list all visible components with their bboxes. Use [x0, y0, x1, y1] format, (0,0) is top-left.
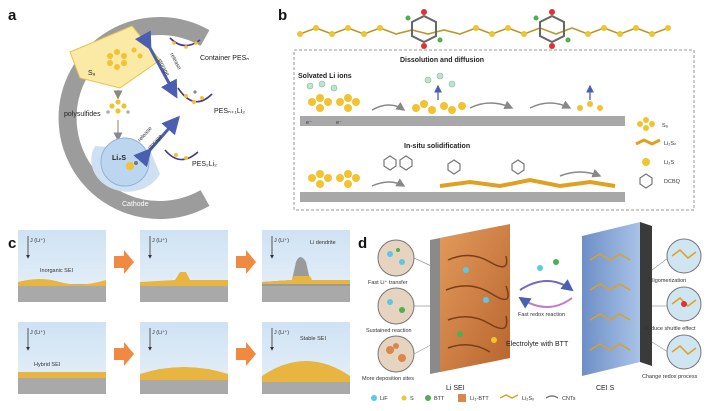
- electron-label-2: e⁻: [336, 120, 342, 126]
- cei-s-label: CEI S: [596, 385, 615, 392]
- inorganic-sei-label: Inorganic SEI: [40, 268, 73, 274]
- legend-li3-btt: Li₃-BTT: [470, 396, 489, 402]
- arrow-c1: [114, 250, 134, 274]
- legend-li2sx: Li₂Sₓ: [522, 396, 534, 402]
- left-zoom-circles: Fast Li⁺ transfer Sustained reaction Mor…: [362, 239, 441, 382]
- pes-n1-li2-label: PESₙ₊₁Li₂: [214, 108, 245, 115]
- cei-layer: [640, 222, 652, 366]
- right-zoom-circles: Oligomerization Reduce shuttle effect Ch…: [642, 238, 702, 380]
- polysulfides-label: polysulfides: [64, 111, 101, 118]
- li-dendrite-label: Li dendrite: [310, 240, 336, 246]
- arrow-c2: [236, 250, 256, 274]
- electron-label-1: e⁻: [306, 120, 312, 126]
- c2-flux: J (Li⁺): [152, 237, 167, 244]
- panel-a-letter: a: [8, 7, 17, 24]
- cathode-ring: [58, 17, 210, 219]
- panel-c: c J (Li⁺) Inorganic SEI J (Li⁺) J (Li⁺) …: [8, 230, 350, 394]
- pes2-li2-label: PES₂Li₂: [192, 161, 217, 168]
- electrolyte-label: Electrolyte with BTT: [506, 341, 569, 348]
- oligomerization-label: Oligomerization: [648, 278, 686, 284]
- panel-b-legend: S₈ Li₂Sₙ Li₂S DCBQ: [635, 117, 681, 189]
- dcbq-polymer-chain: [297, 9, 671, 49]
- upper-substrate: [300, 116, 625, 126]
- panel-a: a Cathode S₈ polysulfides Li₂S Container: [8, 7, 249, 219]
- cathode-block: [582, 222, 640, 376]
- li-sei-label: Li SEI: [446, 385, 465, 392]
- more-deposition-label: More deposition sites: [362, 376, 414, 382]
- stable-sei-label: Stable SEI: [300, 336, 326, 342]
- sei-network: [445, 254, 509, 353]
- legend-dcbq: DCBQ: [664, 179, 681, 185]
- lower-substrate: [300, 192, 625, 202]
- sei-particles: [457, 267, 497, 343]
- panel-c-row-2: J (Li⁺) Hybrid SEI J (Li⁺) J (Li⁺) Stabl…: [18, 322, 350, 394]
- legend-s: S: [410, 396, 414, 402]
- legend-btt: BTT: [434, 396, 445, 402]
- polysulfide-cluster: [106, 99, 130, 114]
- legend-li2sn: Li₂Sₙ: [664, 141, 677, 147]
- cathode-label: Cathode: [122, 201, 149, 208]
- fast-redox-label: Fast redox reaction: [518, 312, 565, 318]
- c4-flux: J (Li⁺): [30, 329, 45, 336]
- c3-flux: J (Li⁺): [274, 237, 289, 244]
- s8-label: S₈: [88, 70, 96, 77]
- arrow-c3: [114, 342, 134, 366]
- solidification-title: In-situ solidification: [404, 143, 470, 150]
- panel-b-letter: b: [278, 7, 287, 24]
- release-label-top: release: [168, 52, 182, 71]
- upper-process-sequence: [306, 72, 603, 114]
- panel-d-letter: d: [358, 235, 367, 252]
- c5-flux: J (Li⁺): [152, 329, 167, 336]
- s8-ring-cluster: [107, 47, 143, 70]
- storage-release-arrow-bottom: [133, 115, 180, 168]
- release-label-bottom: release: [137, 126, 154, 143]
- redox-arrow-bottom: [518, 296, 573, 309]
- panel-d-legend: LiF S BTT Li₃-BTT Li₂Sₓ CNTs: [371, 394, 576, 402]
- change-redox-label: Change redox process: [642, 374, 698, 380]
- fast-li-transfer-label: Fast Li⁺ transfer: [368, 279, 408, 286]
- sustained-reaction-label: Sustained reaction: [366, 328, 412, 334]
- dissolution-title: Dissolution and diffusion: [400, 57, 484, 64]
- storage-release-arrow-top: [134, 30, 178, 99]
- panel-b: b Dissolution and diffusion Solvated Li …: [278, 7, 695, 211]
- c6-flux: J (Li⁺): [274, 329, 289, 336]
- legend-lif: LiF: [380, 396, 388, 402]
- li2s-particle: [100, 137, 150, 187]
- solvated-li-label: Solvated Li ions: [298, 73, 352, 80]
- panel-c-letter: c: [8, 235, 16, 252]
- hybrid-sei-label: Hybrid SEI: [34, 362, 61, 368]
- panel-c-row-1: J (Li⁺) Inorganic SEI J (Li⁺) J (Li⁺) Li…: [18, 230, 350, 302]
- li2s-label: Li₂S: [112, 155, 126, 162]
- container-pes-label: Container PESₙ: [200, 55, 249, 62]
- cathode-sulfur-chains: [589, 253, 631, 351]
- legend-cnts: CNTs: [562, 396, 576, 402]
- legend-s8: S₈: [662, 123, 668, 129]
- c1-flux: J (Li⁺): [30, 237, 45, 244]
- storage-label-bottom: storage: [147, 134, 164, 152]
- arrow-c4: [236, 342, 256, 366]
- legend-li2s: Li₂S: [664, 160, 674, 166]
- lower-process-sequence: [308, 155, 616, 189]
- reduce-shuttle-label: Reduce shuttle effect: [644, 326, 696, 332]
- panel-d: d Fast Li⁺ transfer Sustained reaction M…: [358, 222, 702, 402]
- panel-b-frame: [293, 49, 695, 211]
- redox-arrow-top: [519, 279, 574, 292]
